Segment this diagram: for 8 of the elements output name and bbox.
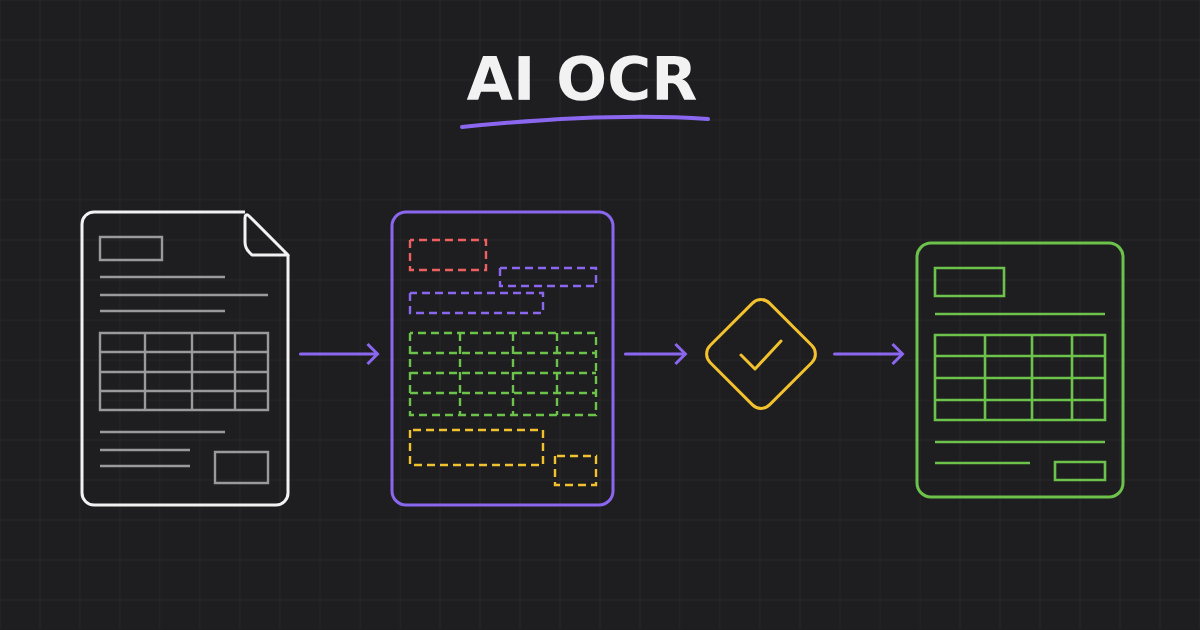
arrow — [623, 342, 688, 366]
arrow — [833, 342, 905, 366]
scanned-document-drawing — [390, 210, 615, 507]
document-drawing — [80, 210, 290, 507]
title: AI OCR — [466, 55, 697, 101]
arrow — [298, 342, 380, 366]
extracted-document-drawing — [915, 241, 1125, 499]
check-diamond — [705, 298, 817, 410]
